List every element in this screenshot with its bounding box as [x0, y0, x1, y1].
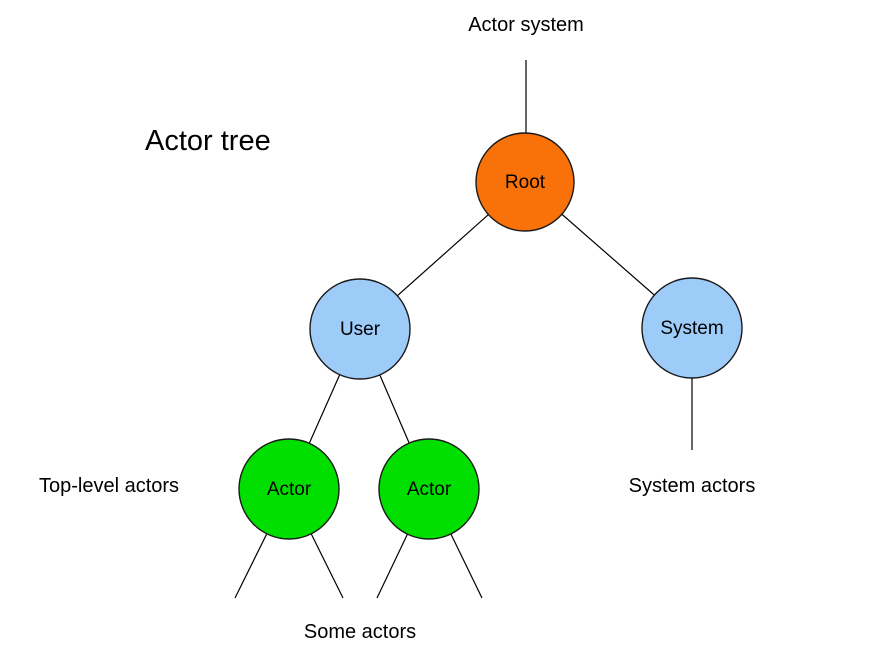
actor-system-label: Actor system: [468, 14, 584, 36]
node-label-system: System: [660, 318, 723, 339]
node-label-actor-1: Actor: [267, 479, 312, 500]
node-root: [475, 132, 575, 232]
node-system: [641, 277, 743, 379]
system-actors-label: System actors: [629, 475, 756, 497]
node-user: [309, 278, 411, 380]
node-actor-2: [378, 438, 480, 540]
top-level-actors-label: Top-level actors: [39, 475, 179, 497]
node-actor-1: [238, 438, 340, 540]
diagram-title: Actor tree: [145, 125, 271, 157]
node-label-root: Root: [505, 172, 546, 193]
some-actors-label: Some actors: [304, 621, 416, 643]
node-label-user: User: [340, 319, 381, 340]
node-label-actor-2: Actor: [407, 479, 452, 500]
